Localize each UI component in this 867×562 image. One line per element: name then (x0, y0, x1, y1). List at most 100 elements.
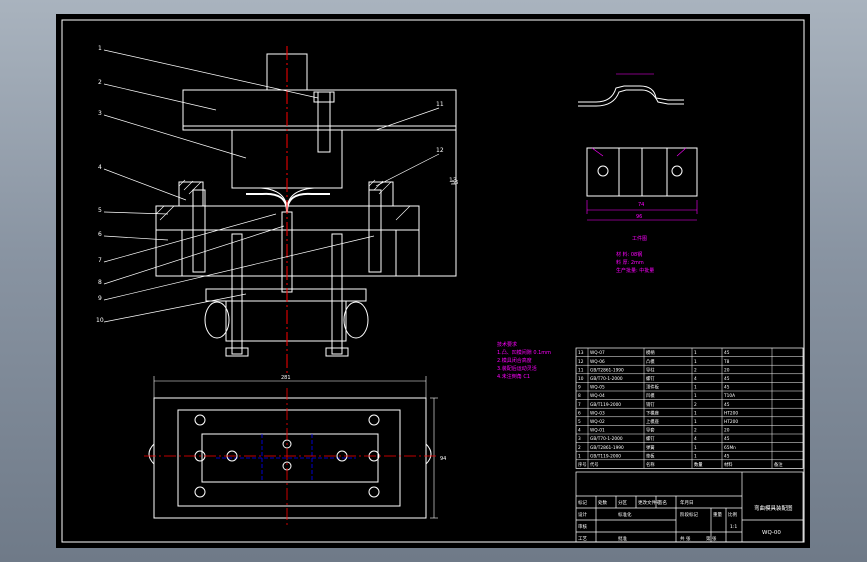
plan-die-area (201, 433, 379, 483)
side-height-dim: 56 (452, 180, 458, 186)
bom-cell: 1 (694, 445, 697, 451)
bom-cell: 20 (724, 367, 730, 373)
title-block (575, 471, 804, 543)
bom-cell: 7 (578, 402, 581, 408)
bom-cell: 导套 (646, 427, 655, 434)
workpiece-note-3: 生产批量: 中批量 (616, 267, 654, 274)
rubber-right (343, 301, 369, 339)
bom-header: 名称 (646, 461, 655, 468)
plan-width-dim: 281 (281, 375, 291, 381)
hatching (155, 179, 411, 221)
bom-header: 备注 (774, 461, 783, 468)
tb-label-12: 工艺 (578, 536, 587, 542)
bom-cell: 1 (578, 453, 581, 459)
bom-cell: 45 (724, 436, 730, 442)
leader-3: 3 (98, 110, 102, 117)
bom-cell: 销钉 (646, 401, 655, 408)
bom-cell: GB/T119-2000 (590, 453, 621, 459)
leader-5: 5 (98, 207, 102, 214)
bom-header: 数量 (694, 461, 703, 468)
bom-cell: 45 (724, 385, 730, 391)
workpiece-profile (578, 73, 684, 107)
bom-cell: 顶件板 (646, 384, 660, 391)
tb-label-11: 审核 (578, 523, 587, 530)
workpiece-dims (586, 147, 698, 221)
tb-label-6: 设计 (578, 511, 587, 518)
guide-bushing-left (178, 181, 204, 207)
bom-cell: WQ-07 (590, 350, 605, 356)
bom-cell: WQ-06 (590, 359, 605, 365)
bom-cell: 2 (694, 428, 697, 434)
tb-label-13: 批准 (618, 535, 627, 542)
bom-cell: 45 (724, 402, 730, 408)
bom-cell: 2 (578, 445, 581, 451)
workpiece-title: 工件图 (632, 235, 647, 242)
bom-cell: 12 (578, 359, 584, 365)
bom-cell: 模柄 (646, 349, 655, 356)
bom-cell: GB/T2861-1990 (590, 445, 624, 451)
bom-cell: 10 (578, 376, 584, 382)
drawing-title: 弯曲模具装配图 (754, 504, 793, 512)
leader-2: 2 (98, 79, 102, 86)
section-view (155, 53, 457, 357)
workpiece-plan (586, 147, 698, 197)
bom-cell: HT200 (724, 410, 738, 416)
workpiece-note-2: 料 厚: 2mm (616, 259, 644, 266)
plan-outline (153, 397, 427, 519)
bom-cell: T10A (723, 393, 735, 399)
tb-label-1: 处数 (598, 499, 607, 506)
drawing-sheet: 1 2 3 4 5 6 7 8 9 10 11 12 13 56 (56, 14, 810, 548)
bom-cell: WQ-04 (590, 393, 605, 399)
leader-4: 4 (98, 164, 102, 171)
stud-left (231, 233, 243, 355)
bom-cell: 2 (694, 402, 697, 408)
bom-cell: GB/T119-2000 (590, 402, 621, 408)
bom-cell: 8 (578, 393, 581, 399)
tb-label-5: 年月日 (680, 499, 694, 506)
bom-cell: 45 (724, 453, 730, 459)
bom-cell: 11 (578, 367, 584, 373)
tb-label-3: 更改文件号 (638, 499, 661, 506)
bom-cell: 4 (578, 428, 581, 434)
plan-inner (177, 409, 401, 507)
bom-cell: 上模座 (646, 418, 660, 425)
bom-cell: GB/T70-1-2000 (590, 436, 623, 442)
bom-cell: 弹簧 (646, 444, 655, 451)
frame-outline (419, 90, 457, 277)
upper-screw (317, 91, 331, 153)
tech-line-3: 3.装配后运动灵活 (497, 365, 537, 372)
bom-header: 材料 (724, 461, 733, 468)
bom-cell: 1 (694, 419, 697, 425)
part-width-dim: 96 (636, 214, 642, 220)
sheet-border (61, 19, 805, 543)
tb-label-15: 第 张 (706, 535, 717, 542)
bom-cell: 1 (694, 453, 697, 459)
tb-label-7: 标准化 (618, 511, 632, 518)
bom-cell: GB/T2861-1990 (590, 367, 624, 373)
tb-label-14: 共 张 (680, 535, 691, 542)
bom-cell: 1 (694, 410, 697, 416)
leader-lines (103, 49, 456, 323)
drawing-code: WQ-00 (762, 530, 781, 536)
leader-13: 13 (449, 177, 457, 184)
plan-view (148, 376, 438, 519)
leader-10: 10 (96, 317, 104, 324)
screw-left (192, 189, 206, 273)
bom-cell: 下模座 (646, 409, 660, 416)
bom-header: 代号 (590, 461, 599, 468)
bom-cell: 垫板 (646, 452, 655, 459)
bom-cell: 1 (694, 359, 697, 365)
bom-cell: 45 (724, 376, 730, 382)
tech-line-4: 4.未注倒角 C1 (497, 373, 530, 380)
tb-label-4: 签名 (658, 499, 667, 506)
stud-right (331, 233, 343, 355)
leader-12: 12 (436, 147, 444, 154)
bom-cell: 20 (724, 428, 730, 434)
bom-cell: 2 (694, 367, 697, 373)
upper-die-seat (182, 89, 457, 131)
bom-cell: 1 (694, 385, 697, 391)
bom-header: 序号 (578, 461, 587, 468)
plan-hidden-lines (216, 434, 356, 482)
tb-scale: 1:1 (730, 524, 737, 530)
